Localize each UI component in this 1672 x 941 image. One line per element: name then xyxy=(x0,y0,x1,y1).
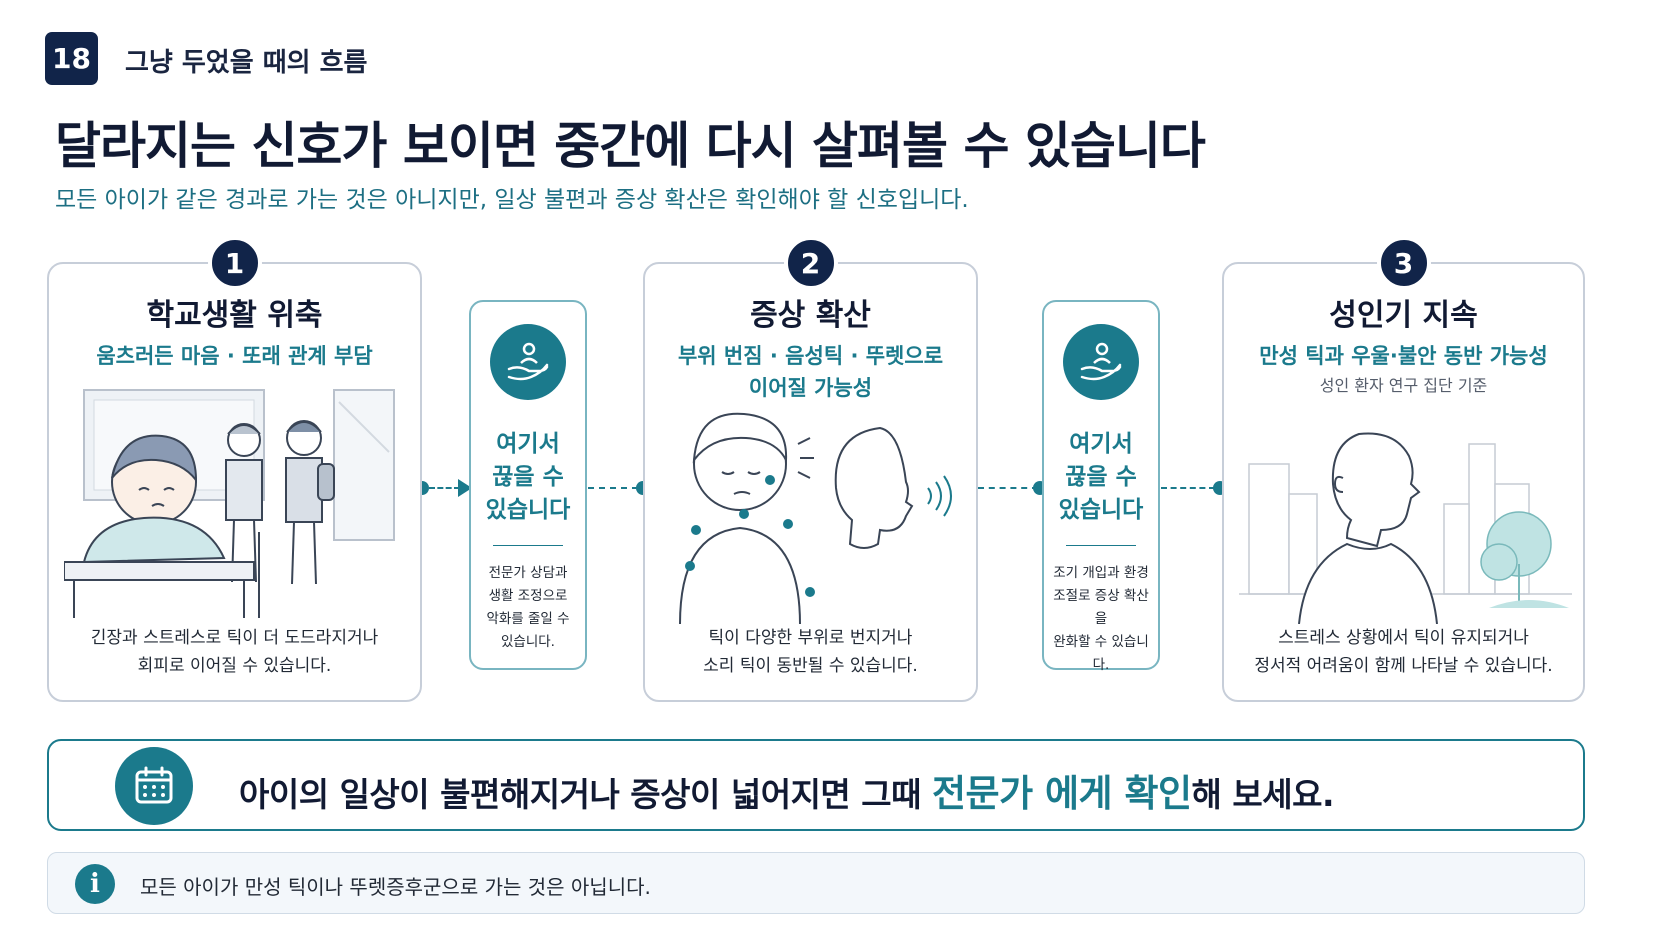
title-line: 여기서 xyxy=(1069,431,1133,457)
subtitle-line: 이어질 가능성 xyxy=(748,376,873,400)
title-line: 있습니다 xyxy=(485,497,571,523)
stage-number: 3 xyxy=(1376,236,1431,290)
desc-line: 정서적 어려움이 함께 나타날 수 있습니다. xyxy=(1254,656,1553,676)
connector-line xyxy=(1161,487,1215,489)
info-note: i 모든 아이가 만성 틱이나 뚜렛증후군으로 가는 것은 아닙니다. xyxy=(47,852,1585,914)
stage-card-school: 1 학교생활 위축 움츠러든 마음 · 또래 관계 부담 긴장과 스트레스로 틱… xyxy=(47,236,422,702)
hand-care-icon xyxy=(1063,324,1139,400)
page-subtitle: 모든 아이가 같은 경과로 가는 것은 아니지만, 일상 불편과 증상 확산은 … xyxy=(55,187,969,213)
symptom-spread-illustration xyxy=(679,412,952,624)
stage-subtitle: 만성 틱과 우울·불안 동반 가능성 xyxy=(1259,344,1548,368)
banner-text-before: 아이의 일상이 불편해지거나 증상이 넓어지면 그때 xyxy=(239,775,932,814)
connector-line xyxy=(978,487,1038,489)
section-label: 그냥 두었을 때의 흐름 xyxy=(125,48,368,78)
desc-line: 긴장과 스트레스로 틱이 더 도드라지거나 xyxy=(90,628,379,648)
calendar-icon xyxy=(115,747,193,825)
stage-description: 틱이 다양한 부위로 번지거나 소리 틱이 동반될 수 있습니다. xyxy=(655,624,966,680)
title-line: 끊을 수 xyxy=(492,464,564,490)
intervention-description: 조기 개입과 환경 조절로 증상 확산을 완화할 수 있습니다. xyxy=(1048,562,1154,677)
desc-line: 회피로 이어질 수 있습니다. xyxy=(137,656,332,676)
connector-arrow xyxy=(458,479,472,497)
desc-line: 있습니다. xyxy=(501,634,555,650)
intervention-card: 여기서 끊을 수 있습니다 전문가 상담과 생활 조정으로 악화를 줄일 수 있… xyxy=(469,300,587,670)
page-title: 달라지는 신호가 보이면 중간에 다시 살펴볼 수 있습니다 xyxy=(55,117,1206,175)
connector-line xyxy=(429,487,460,489)
advice-banner: 아이의 일상이 불편해지거나 증상이 넓어지면 그때 전문가 에게 확인해 보세… xyxy=(47,739,1585,831)
info-icon: i xyxy=(75,864,115,904)
intervention-title: 여기서 끊을 수 있습니다 xyxy=(1044,428,1158,527)
stage-subtitle: 움츠러든 마음 · 또래 관계 부담 xyxy=(96,344,373,368)
adult-illustration xyxy=(1239,432,1572,624)
banner-message: 아이의 일상이 불편해지거나 증상이 넓어지면 그때 전문가 에게 확인해 보세… xyxy=(239,763,1335,817)
divider xyxy=(493,545,563,546)
stage-number: 1 xyxy=(207,236,262,290)
intervention-description: 전문가 상담과 생활 조정으로 악화를 줄일 수 있습니다. xyxy=(475,562,581,654)
subtitle-line: 부위 번짐 · 음성틱 · 뚜렛으로 xyxy=(677,344,944,368)
connector-line xyxy=(588,487,638,489)
title-line: 여기서 xyxy=(496,431,560,457)
hand-care-icon xyxy=(490,324,566,400)
desc-line: 스트레스 상황에서 틱이 유지되거나 xyxy=(1278,628,1529,648)
stage-card-adulthood: 3 성인기 지속 만성 틱과 우울·불안 동반 가능성 성인 환자 연구 집단 … xyxy=(1222,236,1585,702)
info-text: 모든 아이가 만성 틱이나 뚜렛증후군으로 가는 것은 아닙니다. xyxy=(140,875,651,899)
intervention-title: 여기서 끊을 수 있습니다 xyxy=(471,428,585,527)
stage-description: 스트레스 상황에서 틱이 유지되거나 정서적 어려움이 함께 나타날 수 있습니… xyxy=(1234,624,1573,680)
desc-line: 전문가 상담과 xyxy=(488,565,568,581)
desc-line: 조절로 증상 확산을 xyxy=(1053,588,1149,627)
stage-number: 2 xyxy=(783,236,838,290)
banner-highlight: 전문가 에게 확인 xyxy=(932,772,1192,815)
stage-title: 증상 확산 xyxy=(750,298,871,333)
stage-card-spread: 2 증상 확산 부위 번짐 · 음성틱 · 뚜렛으로 이어질 가능성 틱이 다양… xyxy=(643,236,978,702)
desc-line: 틱이 다양한 부위로 번지거나 xyxy=(708,628,913,648)
stage-description: 긴장과 스트레스로 틱이 더 도드라지거나 회피로 이어질 수 있습니다. xyxy=(59,624,410,680)
title-line: 있습니다 xyxy=(1058,497,1144,523)
stage-title: 성인기 지속 xyxy=(1329,298,1478,333)
banner-text-after: 해 보세요. xyxy=(1191,775,1335,814)
stage-subtitle: 부위 번짐 · 음성틱 · 뚜렛으로 이어질 가능성 xyxy=(655,340,966,404)
divider xyxy=(1066,545,1136,546)
page-number-badge: 18 xyxy=(45,32,98,85)
school-illustration xyxy=(64,389,395,618)
desc-line: 완화할 수 있습니다. xyxy=(1053,634,1149,673)
intervention-card: 여기서 끊을 수 있습니다 조기 개입과 환경 조절로 증상 확산을 완화할 수… xyxy=(1042,300,1160,673)
desc-line: 생활 조정으로 xyxy=(488,588,568,604)
desc-line: 소리 틱이 동반될 수 있습니다. xyxy=(703,656,918,676)
desc-line: 악화를 줄일 수 xyxy=(486,611,570,627)
title-line: 끊을 수 xyxy=(1065,464,1137,490)
stage-title: 학교생활 위축 xyxy=(146,298,323,333)
stage-note: 성인 환자 연구 집단 기준 xyxy=(1319,376,1488,395)
desc-line: 조기 개입과 환경 xyxy=(1053,565,1149,581)
